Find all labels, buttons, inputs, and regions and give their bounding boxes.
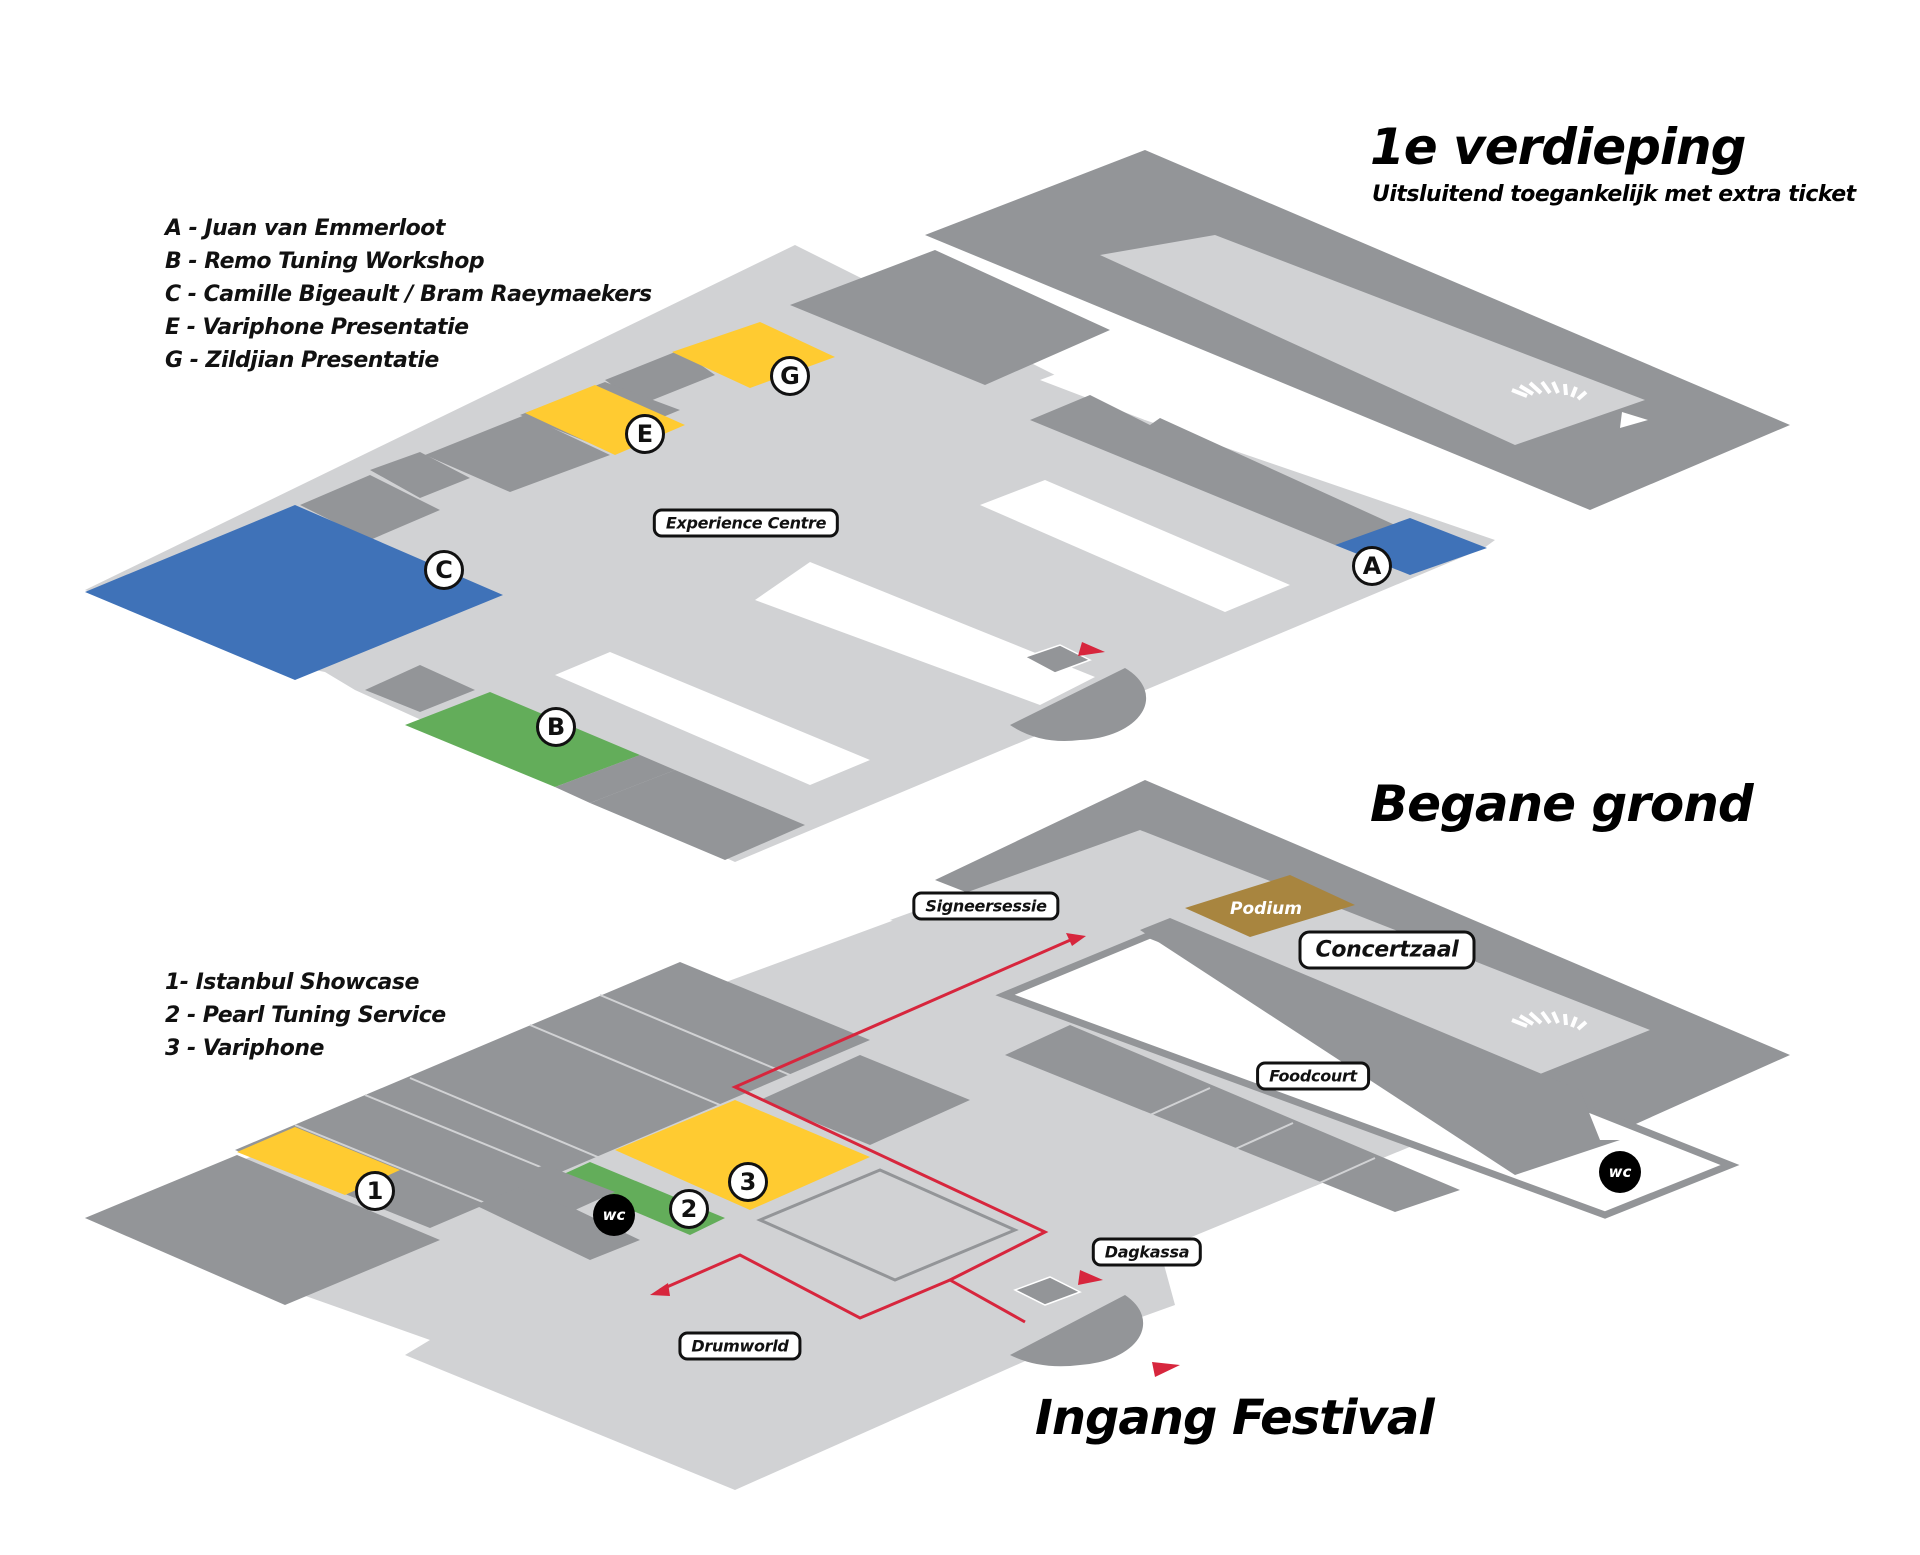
route-arrow-up: [1066, 933, 1086, 946]
marker-a[interactable]: A: [1352, 546, 1392, 586]
first-floor-slab: [85, 245, 1495, 862]
left-rooms-strip: [235, 962, 870, 1228]
legend-item: 2 - Pearl Tuning Service: [165, 1003, 446, 1028]
first-floor-escalator: [1023, 644, 1092, 674]
first-floor-title: 1e verdieping: [1370, 118, 1746, 176]
room-b-green: [405, 692, 640, 787]
podium-stage: [1185, 875, 1355, 937]
legend-item: C - Camille Bigeault / Bram Raeymaekers: [165, 282, 652, 307]
room-a-blue: [1335, 518, 1487, 575]
room-top-1: [605, 350, 715, 405]
room-bottom-2: [555, 755, 675, 803]
room-top-5: [300, 475, 440, 540]
left-big-room: [85, 1155, 440, 1305]
ground-floor: [85, 780, 1790, 1490]
ground-floor-stairwell: [1010, 1295, 1144, 1367]
first-floor-stairwell: [1010, 668, 1147, 741]
legend-item: 3 - Variphone: [165, 1036, 324, 1061]
marker-3[interactable]: 3: [728, 1162, 768, 1202]
room-top-3: [425, 415, 610, 492]
label-drumworld[interactable]: Drumworld: [678, 1331, 802, 1361]
room-bottom-3: [590, 770, 805, 860]
marker-e[interactable]: E: [625, 414, 665, 454]
visitor-route-branch: [659, 1253, 951, 1320]
marker-1[interactable]: 1: [355, 1171, 395, 1211]
ground-floor-escalator: [1013, 1276, 1082, 1306]
balcony-seating-area: [1100, 235, 1645, 445]
entrance-label: Ingang Festival: [1035, 1390, 1435, 1446]
drumworld-stage-outline: [756, 1168, 1019, 1282]
legend-item: A - Juan van Emmerloot: [165, 216, 445, 241]
room-c-blue: [85, 505, 503, 680]
right-rooms: [1030, 395, 1395, 545]
legend-item: B - Remo Tuning Workshop: [165, 249, 485, 274]
foodcourt-room-dividers: [1149, 1087, 1376, 1186]
balcony-arrow: [1620, 412, 1648, 428]
room-top-4: [370, 452, 470, 498]
void-center: [755, 562, 1095, 705]
legend-item: E - Variphone Presentatie: [165, 315, 469, 340]
ground-floor-legend: 1- Istanbul Showcase 2 - Pearl Tuning Se…: [165, 966, 446, 1065]
marker-b[interactable]: B: [536, 707, 576, 747]
void-center-right: [980, 480, 1290, 612]
legend-item: G - Zildjian Presentatie: [165, 348, 439, 373]
first-floor-subtitle: Uitsluitend toegankelijk met extra ticke…: [1372, 182, 1856, 207]
balcony-seating-arcs: [1511, 380, 1588, 401]
void-left: [555, 652, 870, 785]
room-3-yellow: [615, 1100, 870, 1210]
first-floor-block-top: [790, 250, 1110, 385]
label-signeersessie[interactable]: Signeersessie: [912, 891, 1060, 921]
wc-icon: wc: [593, 1194, 635, 1236]
first-floor-direction-arrow: [1078, 642, 1105, 656]
label-dagkassa[interactable]: Dagkassa: [1091, 1237, 1203, 1267]
room-left-lower: [475, 1185, 640, 1260]
wc-icon: wc: [1599, 1151, 1641, 1193]
marker-c[interactable]: C: [424, 550, 464, 590]
room-bottom-1: [365, 665, 475, 712]
left-room-dividers: [294, 994, 791, 1206]
marker-g[interactable]: G: [770, 356, 810, 396]
center-big-room: [760, 1055, 970, 1145]
first-floor-legend: A - Juan van Emmerloot B - Remo Tuning W…: [165, 212, 652, 377]
balcony-void: [1040, 335, 1465, 480]
concertzaal-floor: [890, 830, 1650, 1080]
concertzaal-stage-block: [1140, 918, 1620, 1175]
foodcourt-rooms: [1005, 1025, 1460, 1212]
visitor-route: [731, 936, 1076, 1324]
route-arrow-left: [650, 1283, 670, 1296]
first-floor: [85, 150, 1790, 862]
legend-item: 1- Istanbul Showcase: [165, 970, 419, 995]
ground-floor-title: Begane grond: [1370, 775, 1754, 833]
label-podium: Podium: [1230, 899, 1302, 919]
label-concertzaal[interactable]: Concertzaal: [1298, 930, 1476, 970]
marker-2[interactable]: 2: [669, 1189, 709, 1229]
label-experience-centre[interactable]: Experience Centre: [652, 508, 840, 538]
room-left-lower-2: [500, 1165, 615, 1210]
label-foodcourt[interactable]: Foodcourt: [1256, 1061, 1370, 1091]
entrance-arrow: [1152, 1362, 1180, 1377]
concertzaal-seating-arcs: [1511, 1010, 1588, 1031]
dagkassa-arrow: [1078, 1270, 1103, 1285]
